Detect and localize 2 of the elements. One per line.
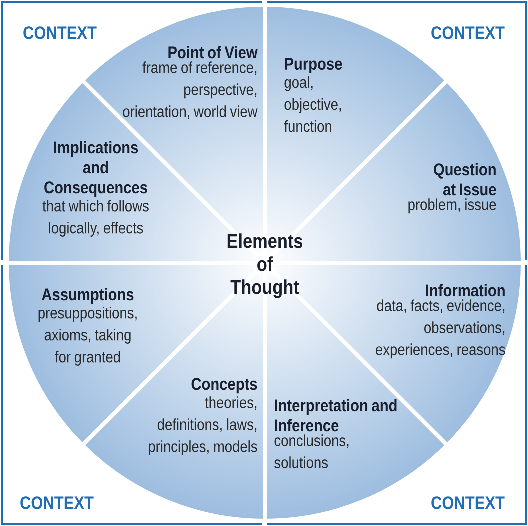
context-label: CONTEXT <box>432 496 505 510</box>
context-label: CONTEXT <box>20 496 94 510</box>
